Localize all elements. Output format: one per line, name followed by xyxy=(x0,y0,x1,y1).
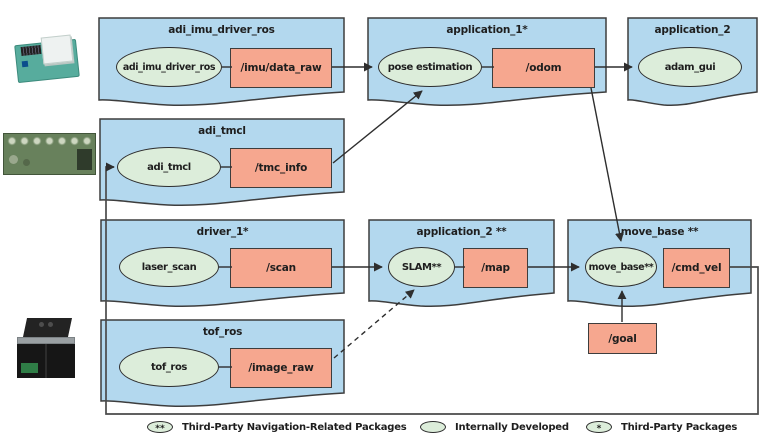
legend-symbol: * xyxy=(596,424,602,434)
legend-ellipse-plain xyxy=(420,421,446,433)
topic-scan: /scan xyxy=(230,248,332,288)
node-label: SLAM** xyxy=(401,261,442,273)
node-adi-tmcl: adi_tmcl xyxy=(117,147,221,187)
node-label: adi_imu_driver_ros xyxy=(122,61,216,73)
tmc-capacitor xyxy=(9,155,18,164)
package-title: application_2 xyxy=(654,24,731,36)
tmc-capacitor xyxy=(23,159,30,166)
legend-label: Third-Party Navigation-Related Packages xyxy=(182,421,407,433)
node-adi-imu-driver-ros: adi_imu_driver_ros xyxy=(116,47,222,87)
tof-lens xyxy=(39,322,44,327)
topic-map: /map xyxy=(463,248,528,288)
topic-label: /scan xyxy=(266,262,296,274)
package-title: move_base ** xyxy=(620,226,699,238)
tmc-screw-terminals xyxy=(6,135,93,148)
imu-module xyxy=(40,34,74,65)
legend-ellipse-double-star: ** xyxy=(147,421,173,434)
legend-symbol: ** xyxy=(155,424,165,434)
topic-image-raw: /image_raw xyxy=(230,348,332,388)
topic-label: /cmd_vel xyxy=(671,262,722,274)
package-title: application_2 ** xyxy=(416,226,507,238)
topic-label: /imu/data_raw xyxy=(240,62,322,74)
node-label: pose estimation xyxy=(387,61,473,73)
node-move-base: move_base** xyxy=(585,247,657,287)
topic-label: /goal xyxy=(608,332,637,345)
legend-internally-developed: Internally Developed xyxy=(420,421,569,433)
topic-goal: /goal xyxy=(588,323,657,354)
motor-controller-board-photo xyxy=(3,133,96,175)
tof-lens xyxy=(48,322,53,327)
imu-sensor-board-photo xyxy=(14,32,82,84)
topic-odom: /odom xyxy=(492,48,595,88)
node-label: move_base** xyxy=(588,261,654,273)
node-pose-estimation: pose estimation xyxy=(378,47,482,87)
topic-tmc-info: /tmc_info xyxy=(230,148,332,188)
package-title: application_1* xyxy=(446,24,528,36)
tof-green-label xyxy=(21,363,38,373)
legend-label: Internally Developed xyxy=(455,421,569,433)
package-title: adi_tmcl xyxy=(198,125,246,137)
legend-ellipse-single-star: * xyxy=(586,421,612,434)
tof-mount-rail xyxy=(17,337,75,344)
package-title: adi_imu_driver_ros xyxy=(168,24,275,36)
node-tof-ros: tof_ros xyxy=(119,347,219,387)
topic-cmd-vel: /cmd_vel xyxy=(663,248,730,288)
topic-label: /tmc_info xyxy=(254,162,308,174)
node-label: adam_gui xyxy=(664,61,716,73)
tof-top-module xyxy=(22,318,73,337)
package-title: tof_ros xyxy=(202,326,243,338)
tof-camera-photo xyxy=(15,308,78,382)
node-adam-gui: adam_gui xyxy=(638,47,742,87)
tmc-chip xyxy=(77,149,92,170)
legend-third-party-nav: ** Third-Party Navigation-Related Packag… xyxy=(147,421,407,434)
topic-imu-data-raw: /imu/data_raw xyxy=(230,48,332,88)
topic-label: /image_raw xyxy=(248,362,314,374)
node-label: adi_tmcl xyxy=(147,161,191,173)
package-title: driver_1* xyxy=(196,226,249,238)
node-laser-scan: laser_scan xyxy=(119,247,219,287)
adi-logo xyxy=(21,60,29,68)
legend-label: Third-Party Packages xyxy=(621,421,738,433)
topic-label: /odom xyxy=(525,62,562,74)
node-slam: SLAM** xyxy=(388,247,455,287)
topic-label: /map xyxy=(481,262,510,274)
node-label: tof_ros xyxy=(151,361,187,373)
node-label: laser_scan xyxy=(141,261,197,273)
tof-seam xyxy=(45,344,47,378)
legend-third-party: * Third-Party Packages xyxy=(586,421,738,434)
